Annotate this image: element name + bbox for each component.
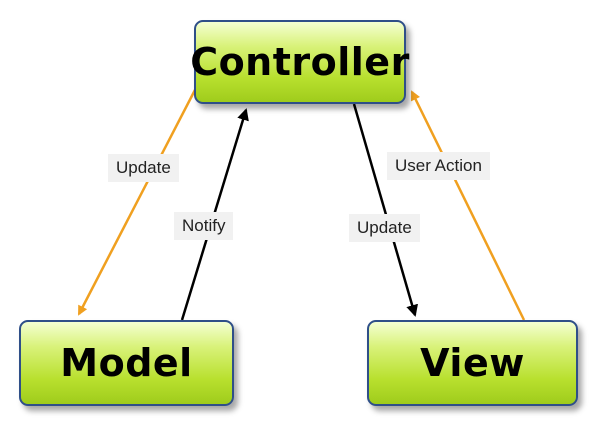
edge-label-view-to-controller: User Action bbox=[387, 152, 490, 180]
controller-label: Controller bbox=[190, 40, 410, 84]
view-label: View bbox=[420, 341, 525, 385]
arrow-view-to-controller bbox=[410, 90, 526, 321]
controller-node: Controller bbox=[190, 20, 409, 104]
model-label: Model bbox=[60, 341, 193, 385]
edge-label-controller-to-model: Update bbox=[108, 154, 179, 182]
view-node: View bbox=[367, 320, 578, 406]
model-node: Model bbox=[19, 320, 234, 406]
edge-label-controller-to-view: Update bbox=[349, 214, 420, 242]
arrow-controller-to-model bbox=[77, 87, 198, 316]
edge-label-model-to-controller: Notify bbox=[174, 212, 234, 240]
arrow-controller-to-view bbox=[352, 103, 418, 317]
